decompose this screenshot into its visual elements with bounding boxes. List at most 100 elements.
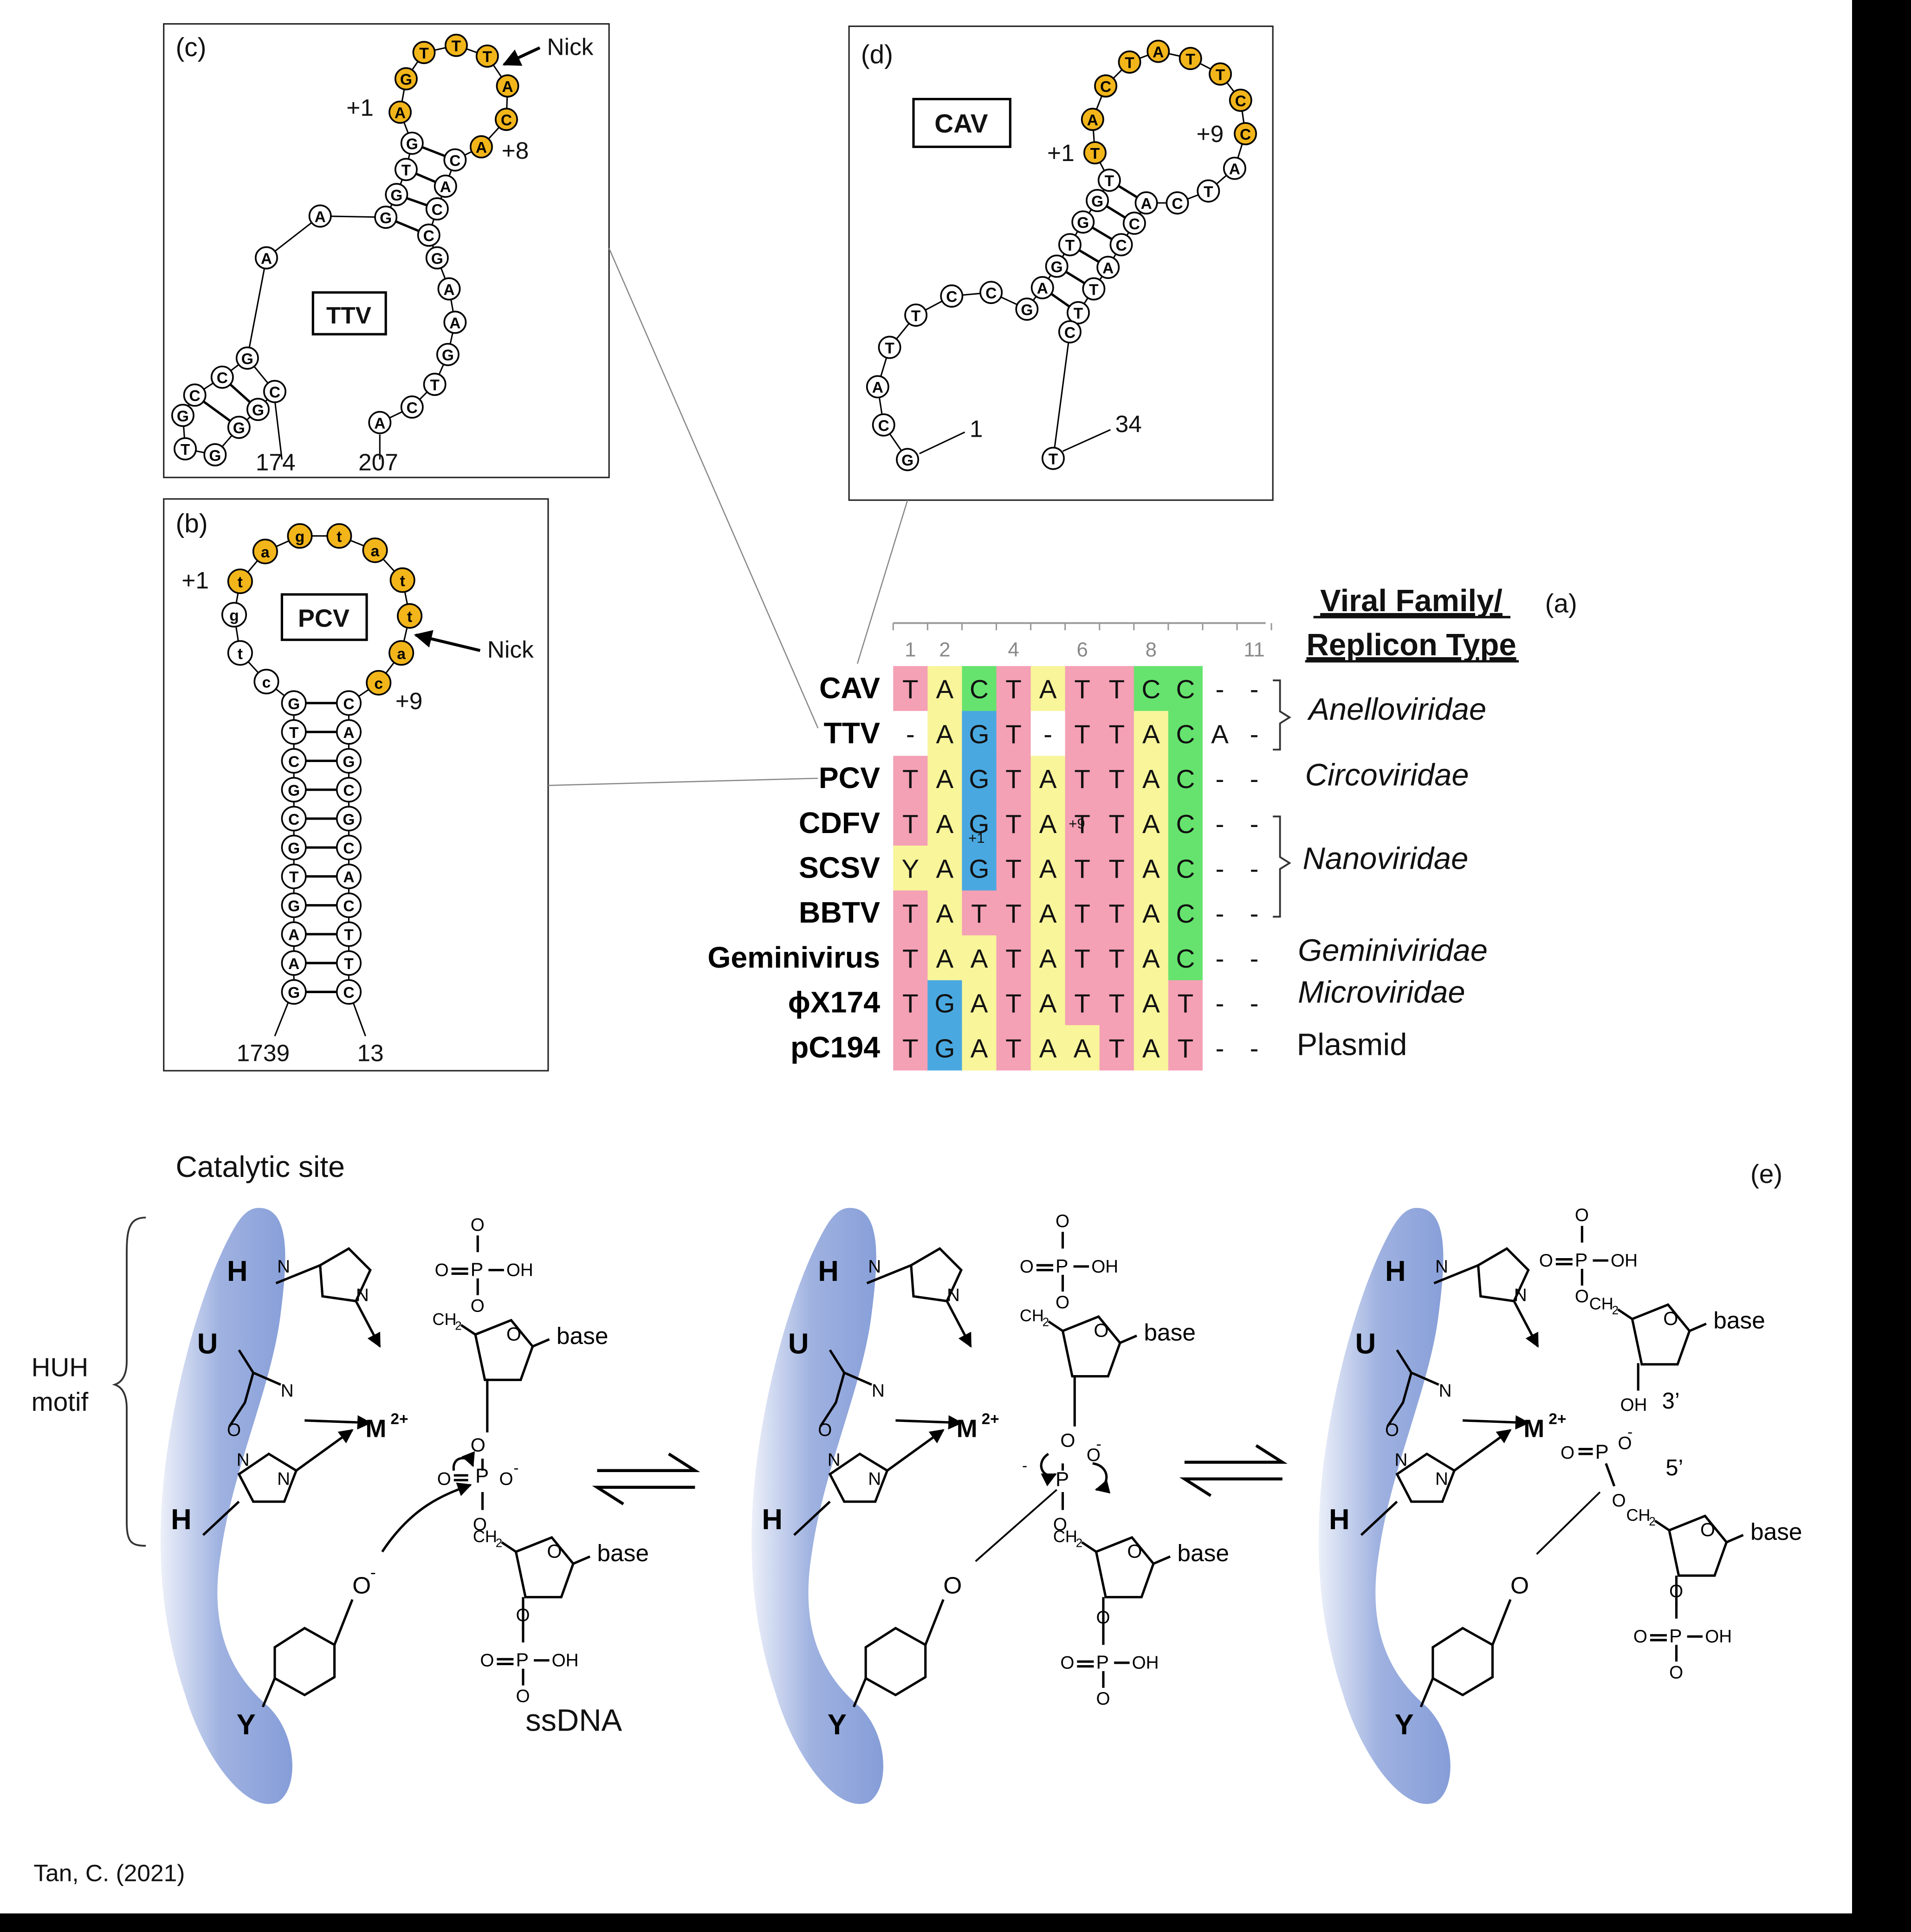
svg-text:G: G xyxy=(390,187,402,204)
pcv-stem-nt: A xyxy=(336,719,362,745)
svg-text:2: 2 xyxy=(1043,1316,1049,1329)
connector-cav xyxy=(856,500,908,664)
pcv-nick-label: Nick xyxy=(487,636,534,663)
alignment-base: T xyxy=(1074,854,1090,883)
svg-text:N: N xyxy=(868,1469,881,1489)
cav-name: CAV xyxy=(934,109,988,138)
alignment-base: T xyxy=(1074,809,1090,839)
alignment-base: A xyxy=(971,989,988,1018)
svg-text:G: G xyxy=(406,136,418,153)
ttv-nick-arrow xyxy=(502,46,541,66)
alignment-base: - xyxy=(1216,854,1224,883)
alignment-base: A xyxy=(1142,854,1160,883)
alignment-cell xyxy=(1237,935,1272,981)
alignment-cell xyxy=(1168,890,1203,936)
cav-plus9: +9 xyxy=(1197,120,1224,147)
cav-loop-nt: C xyxy=(1229,89,1252,112)
alignment-base: T xyxy=(1108,719,1125,749)
svg-text:base: base xyxy=(557,1322,609,1349)
svg-text:G: G xyxy=(288,696,300,713)
cav-nt: T xyxy=(1066,301,1090,324)
alignment-base: A xyxy=(1039,764,1057,794)
svg-text:P: P xyxy=(516,1649,529,1671)
alignment-base: - xyxy=(1250,764,1259,794)
svg-text:T: T xyxy=(1065,237,1075,254)
svg-text:H: H xyxy=(762,1504,783,1536)
svg-text:O: O xyxy=(1053,1514,1067,1534)
alignment-base: C xyxy=(970,675,989,704)
svg-text:T: T xyxy=(452,38,461,55)
ttv-nt: G xyxy=(203,443,227,466)
cav-nt: G xyxy=(1071,210,1095,234)
alignment-base: A xyxy=(936,854,954,883)
svg-text:2+: 2+ xyxy=(982,1410,999,1428)
cav-nt: T xyxy=(904,304,928,327)
svg-text:A: A xyxy=(395,105,406,122)
alignment-cell xyxy=(1202,846,1238,891)
svg-text:base: base xyxy=(1750,1518,1802,1545)
alignment-cell xyxy=(1168,666,1203,711)
svg-text:OH: OH xyxy=(1611,1251,1638,1271)
alignment-base: A xyxy=(1142,989,1160,1018)
svg-text:A: A xyxy=(343,869,354,886)
alignment-base: - xyxy=(1216,1034,1224,1063)
pcv-stem-nt: C xyxy=(336,690,362,716)
svg-text:O: O xyxy=(499,1469,513,1489)
svg-text:2: 2 xyxy=(1649,1515,1655,1528)
alignment-cell xyxy=(893,711,928,756)
svg-text:OH: OH xyxy=(506,1260,533,1280)
alignment-cell xyxy=(1202,935,1238,981)
alignment-row-name: SCSV xyxy=(799,851,880,884)
cav-plus1: +1 xyxy=(1047,139,1075,166)
ruler-tick-label: 1 xyxy=(905,639,916,661)
ttv-loop-nt: A xyxy=(389,100,412,124)
alignment-base: T xyxy=(1108,899,1125,928)
pcv-stem-nt: T xyxy=(336,950,362,976)
svg-text:O: O xyxy=(818,1420,832,1440)
svg-text:N: N xyxy=(1514,1286,1527,1305)
alignment-cell xyxy=(962,890,997,936)
alignment-cell xyxy=(1168,846,1203,891)
alignment-base: A xyxy=(936,675,954,704)
svg-text:O: O xyxy=(352,1572,371,1599)
alignment-base: T xyxy=(1178,1034,1194,1063)
alignment-cell xyxy=(1099,801,1134,846)
alignment-base: A xyxy=(1039,1034,1057,1063)
svg-text:C: C xyxy=(269,384,280,401)
pcv-plus9: +9 xyxy=(395,687,423,714)
svg-text:C: C xyxy=(343,840,354,857)
pcv-loop-nt: c xyxy=(366,670,392,696)
svg-text:O: O xyxy=(1663,1308,1678,1329)
svg-text:c: c xyxy=(374,675,383,692)
ruler-tick-label: 4 xyxy=(1008,639,1019,661)
ttv-nt: G xyxy=(171,404,194,427)
alignment-cell xyxy=(1237,756,1272,801)
svg-text:A: A xyxy=(1037,280,1048,297)
svg-text:T: T xyxy=(1185,51,1195,68)
alignment-base: - xyxy=(1216,675,1224,704)
cav-nt: A xyxy=(866,375,889,399)
alignment-cell xyxy=(1237,846,1272,891)
alignment-base: G xyxy=(934,989,955,1018)
align-overlay-plus9: +9 xyxy=(1069,815,1085,832)
alignment-row-name: BBTV xyxy=(799,896,880,929)
alignment-base: A xyxy=(1142,809,1160,839)
panel-b-letter: (b) xyxy=(175,509,207,538)
svg-text:G: G xyxy=(1021,302,1033,319)
svg-text:OH: OH xyxy=(1705,1627,1732,1647)
alignment-cell xyxy=(893,890,928,936)
pcv-loop-nt: t xyxy=(397,603,423,629)
alignment-cell xyxy=(962,1025,997,1071)
svg-text:O: O xyxy=(1575,1205,1589,1225)
ttv-nick-label: Nick xyxy=(547,33,593,60)
alignment-base: - xyxy=(906,719,915,749)
svg-text:T: T xyxy=(289,869,299,886)
svg-text:O: O xyxy=(1060,1653,1074,1673)
svg-text:A: A xyxy=(288,956,299,973)
pcv-stem-nt: T xyxy=(336,921,362,947)
equilibrium-arrows xyxy=(592,1444,1288,1506)
pcv-loop-nt: t xyxy=(389,567,415,593)
svg-text:2: 2 xyxy=(1076,1537,1082,1550)
